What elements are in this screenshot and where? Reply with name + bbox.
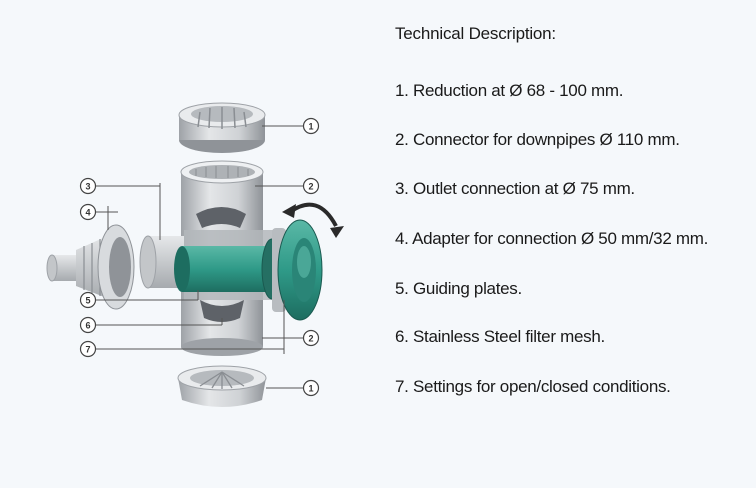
callout-1-bottom: 1 [302, 379, 320, 397]
svg-text:6: 6 [85, 321, 90, 331]
svg-text:1: 1 [308, 122, 313, 132]
technical-description: Technical Description: 1. Reduction at Ø… [395, 24, 750, 396]
svg-text:1: 1 [308, 384, 313, 394]
list-item: 5. Guiding plates. [395, 279, 522, 298]
list-item: 4. Adapter for connection Ø 50 mm/32 mm. [395, 229, 709, 248]
top-cap [178, 102, 266, 153]
callout-2-top: 2 [302, 177, 320, 195]
callout-4: 4 [79, 203, 97, 221]
description-heading: Technical Description: [395, 24, 556, 43]
callout-5: 5 [79, 291, 97, 309]
callout-2-bottom: 2 [302, 329, 320, 347]
callout-1-top: 1 [302, 117, 320, 135]
rotation-arrow-icon [282, 202, 344, 238]
callout-3: 3 [79, 177, 97, 195]
svg-text:2: 2 [308, 334, 313, 344]
svg-text:3: 3 [85, 182, 90, 192]
list-item: 3. Outlet connection at Ø 75 mm. [395, 179, 635, 198]
svg-text:4: 4 [85, 208, 90, 218]
callout-7: 7 [79, 340, 97, 358]
leader-lines [95, 125, 303, 389]
teal-filter-insert [174, 219, 323, 321]
filter-exploded-diagram: 1 2 3 4 5 6 7 2 1 [46, 102, 344, 407]
callout-6: 6 [79, 316, 97, 334]
svg-text:5: 5 [85, 296, 90, 306]
list-item: 7. Settings for open/closed conditions. [395, 377, 671, 396]
bottom-cap [177, 365, 267, 407]
list-item: 6. Stainless Steel filter mesh. [395, 327, 605, 346]
list-item: 2. Connector for downpipes Ø 110 mm. [395, 130, 680, 149]
svg-text:7: 7 [85, 345, 90, 355]
svg-text:2: 2 [308, 182, 313, 192]
list-item: 1. Reduction at Ø 68 - 100 mm. [395, 81, 624, 100]
adapter-cone [46, 224, 135, 310]
